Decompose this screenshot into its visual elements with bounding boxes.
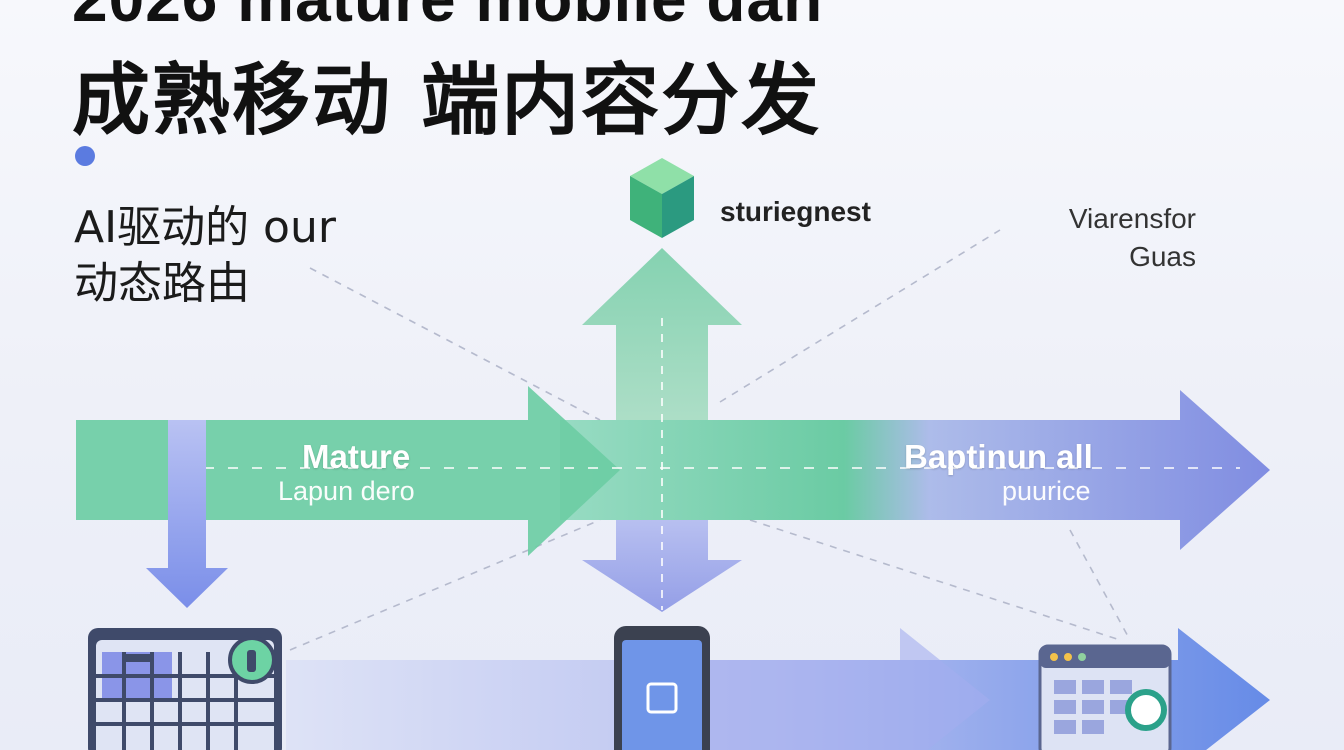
side-text-line-2: 动态路由 <box>74 258 250 309</box>
corner-label: Viarensfor Guas <box>1040 200 1196 276</box>
left-arrow-title: Mature <box>302 438 411 475</box>
browser-window-icon <box>1038 644 1172 750</box>
right-arrow-title: Baptinun all <box>904 438 1093 475</box>
right-arrow-subtitle: puurice <box>1002 476 1091 506</box>
title-line-1: 2026 mature mobile dan <box>72 0 823 36</box>
dashed-guides <box>289 229 1131 651</box>
cube-icon <box>630 158 694 238</box>
main-arrow-left <box>76 386 620 556</box>
bullet-dot <box>75 146 95 166</box>
cube-label: sturiegnest <box>720 196 871 227</box>
corner-label-line-2: Guas <box>1129 241 1196 272</box>
smartphone-icon <box>614 626 710 750</box>
side-text: AI驱动的 our 动态路由 <box>74 200 336 312</box>
main-arrow-right <box>560 390 1270 550</box>
calendar-icon <box>88 628 282 750</box>
bottom-arrow-inner <box>708 628 990 750</box>
left-down-arrow <box>146 420 228 608</box>
title-line-2: 成熟移动 端内容分发 <box>72 56 822 146</box>
side-text-line-1: AI驱动的 our <box>74 202 336 253</box>
left-arrow-subtitle: Lapun dero <box>278 476 415 506</box>
corner-label-line-1: Viarensfor <box>1068 203 1196 234</box>
